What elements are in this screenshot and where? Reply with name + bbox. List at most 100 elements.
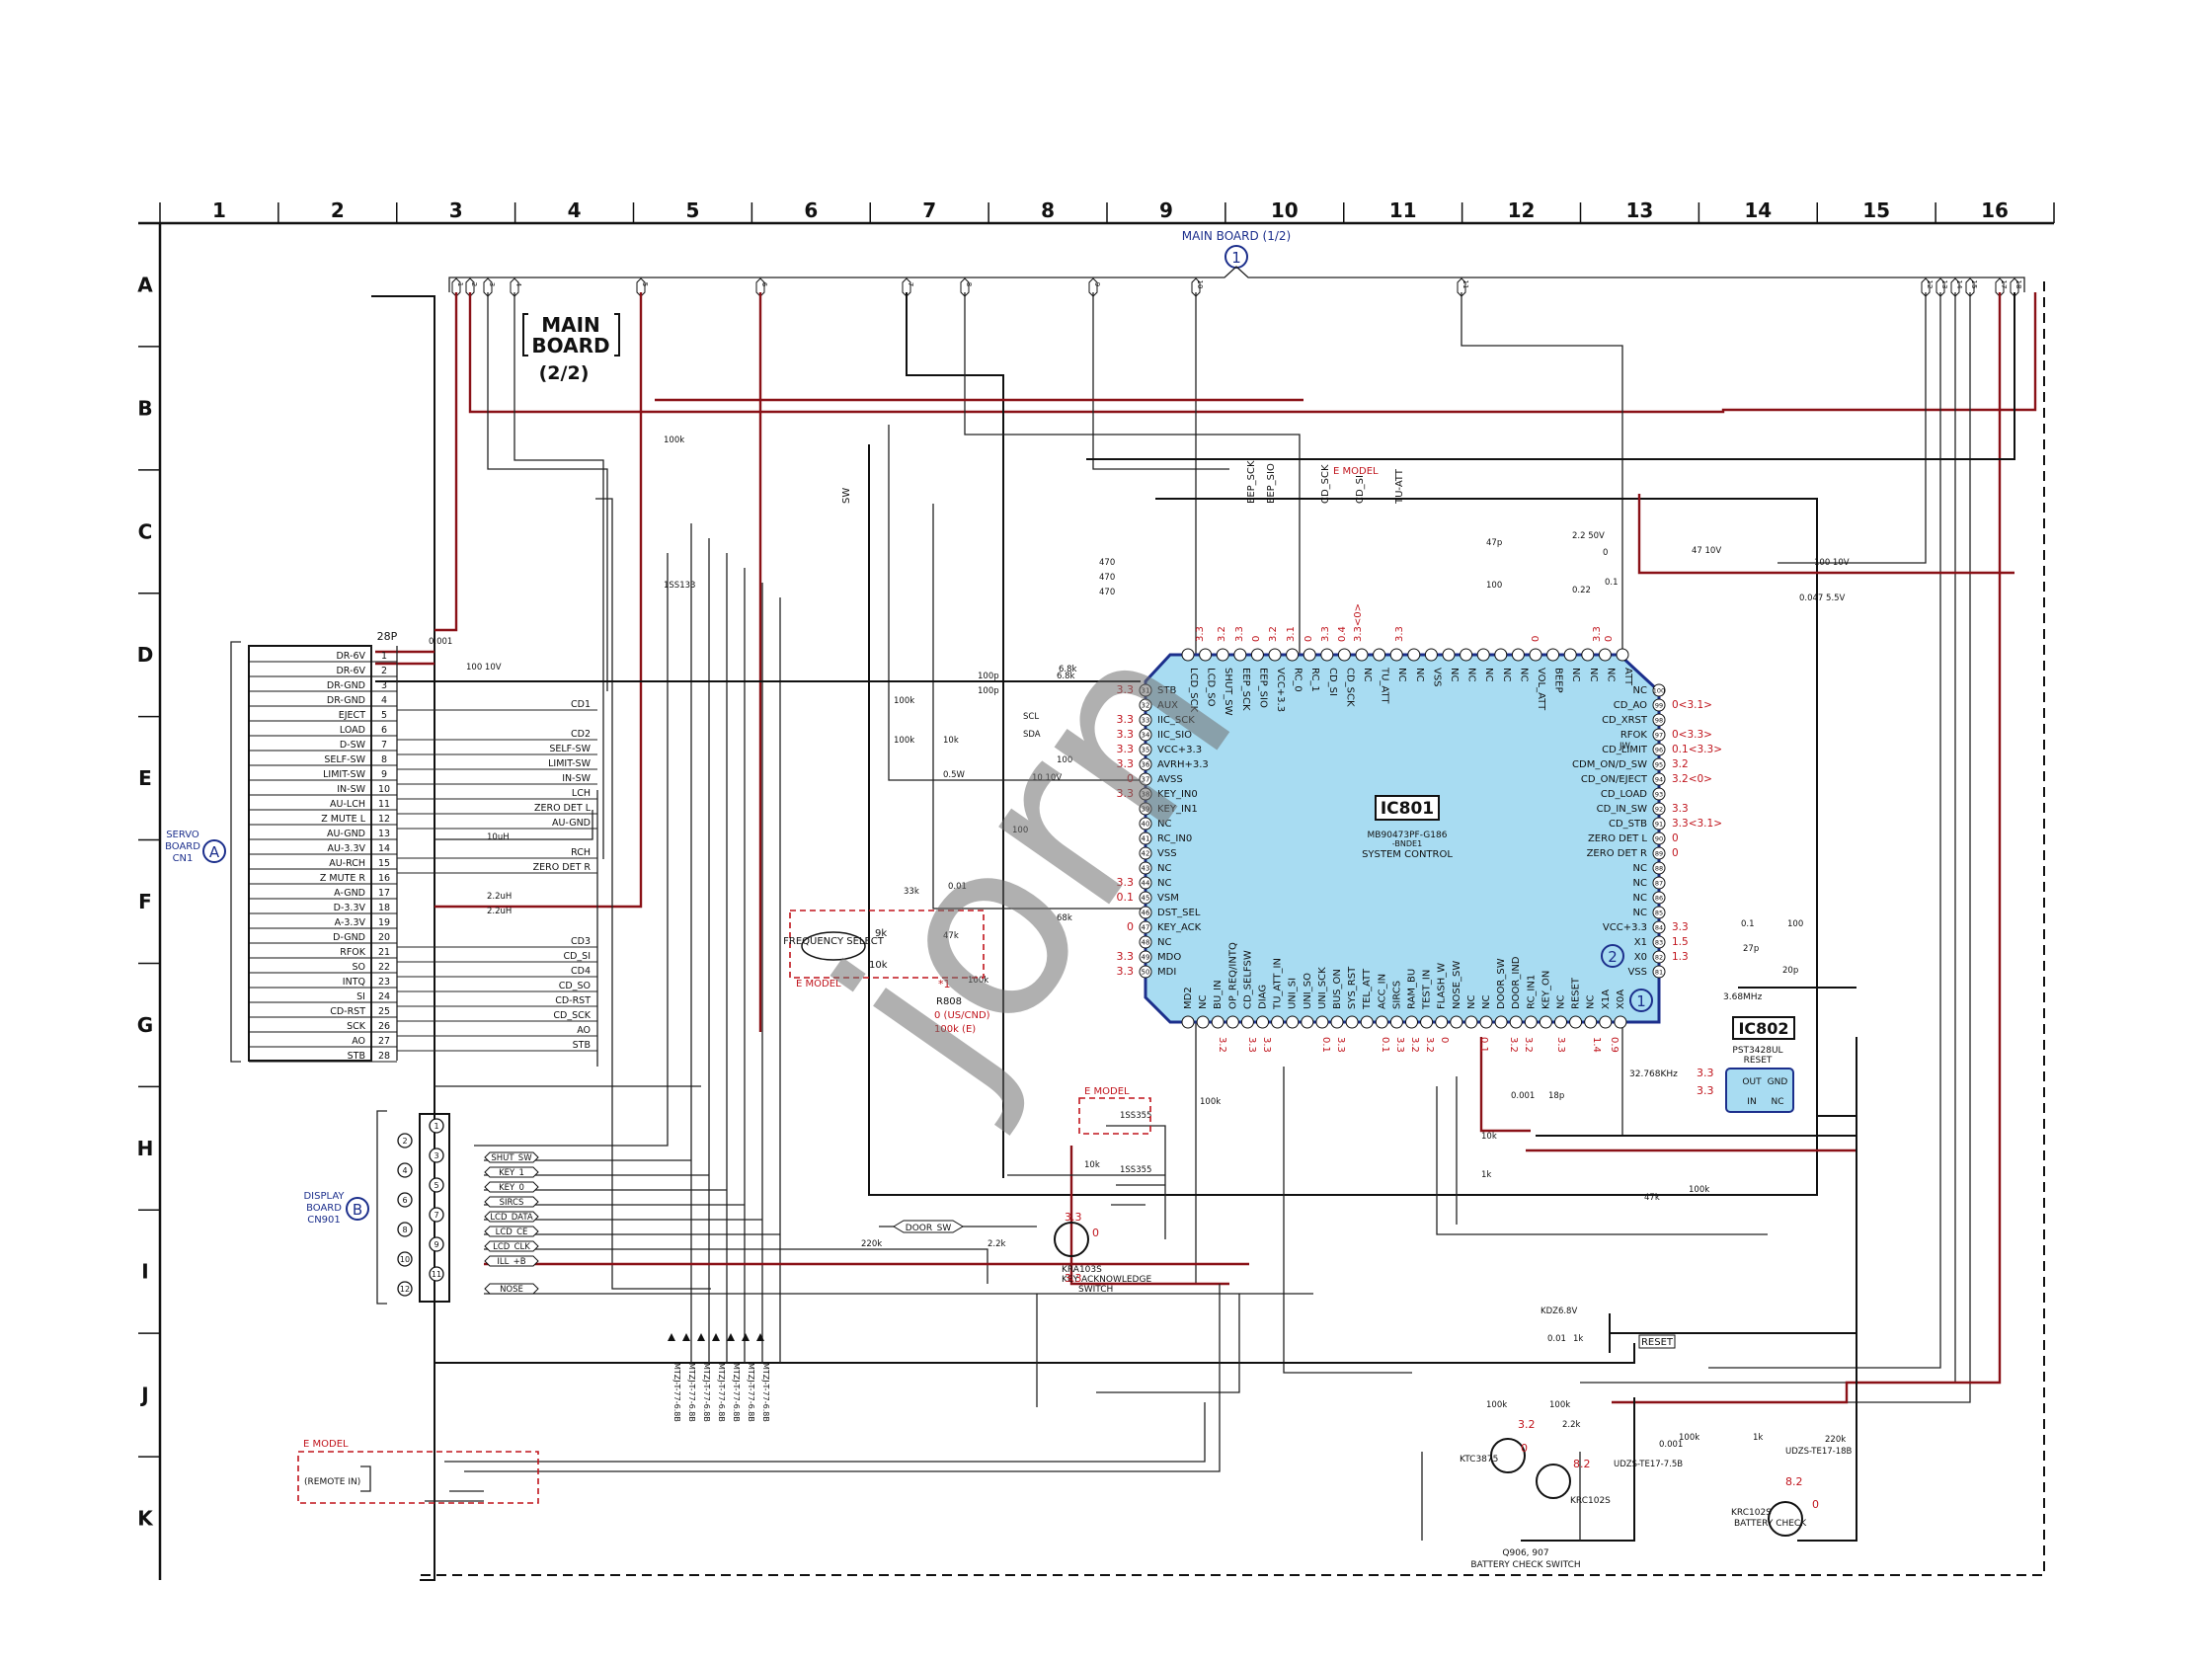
servo-pin-number: 21 — [378, 947, 390, 958]
ic801-left-pin-name: NC — [1157, 819, 1171, 830]
ic801-right-pin-name: X0 — [1634, 952, 1647, 963]
display-pin — [429, 1118, 444, 1134]
ic801-top-pin-name: NC — [1518, 668, 1529, 681]
ic801-bottom-pin — [1494, 1015, 1508, 1029]
ic801-top-pin-name: LCD_SO — [1206, 668, 1217, 707]
ic801-bottom-pin — [1420, 1015, 1434, 1029]
ic801-part-sub: -BNDE1 — [1392, 839, 1422, 848]
ic801-left-pin-number: 35 — [1142, 747, 1150, 754]
ic801-bottom-pin-name: BU_IN — [1213, 980, 1224, 1009]
servo-pin-number: 11 — [378, 799, 390, 810]
battery-q2: KRC102S — [1570, 1496, 1611, 1506]
ic801-bottom-pin-name: SIRCS — [1391, 981, 1402, 1009]
zener-symbol — [742, 1333, 750, 1341]
top-connector-arrow — [1995, 277, 2005, 297]
voltage-bottom: 3.2 — [1409, 1037, 1420, 1053]
ic801-bottom-pin-name: DIAG — [1258, 985, 1269, 1009]
crystal-1: 3.68MHz — [1723, 992, 1763, 1002]
voltage-bottom: 3.2 — [1217, 1037, 1227, 1053]
ic801-right-pin — [1652, 713, 1666, 727]
top-connector-number: 12 — [1926, 280, 1934, 289]
servo-pin-name: SI — [356, 991, 365, 1002]
ic801-left-pin-number: 44 — [1142, 880, 1150, 888]
ic801-bottom-pin — [1450, 1015, 1463, 1029]
display-pin-number: 10 — [400, 1255, 410, 1264]
voltage-left: 3.3 — [1117, 757, 1135, 770]
resistor-value: 100k — [894, 696, 914, 706]
voltages-right: 0<3.1>0<3.3>0.1<3.3>3.23.2<0>3.33.3<3.1>… — [1672, 699, 1722, 963]
ic801-left-pin — [1139, 965, 1152, 979]
ic801-top-pin-name: LCD_SCK — [1188, 668, 1199, 713]
ic801-right-pin — [1652, 817, 1666, 831]
display-net-tag — [484, 1211, 539, 1223]
ic801-top-pin — [1216, 648, 1229, 662]
door-sw-label: DOOR_SW — [906, 1224, 952, 1233]
ic801-left-pin-name: MDI — [1157, 967, 1176, 978]
ic801-top-pin — [1181, 648, 1195, 662]
ic801-top-pin-name: NC — [1483, 668, 1494, 681]
ic801-left-pin — [1139, 713, 1152, 727]
ic801-right-pin-number: 81 — [1655, 969, 1663, 977]
key-ack-v2: 0 — [1092, 1227, 1099, 1239]
zener-symbol — [712, 1333, 720, 1341]
ic801-right-pin-name: VSS — [1627, 967, 1647, 978]
diode-value: UDZS-TE17-7.5B — [1614, 1460, 1683, 1469]
servo-pin-number: 23 — [378, 977, 390, 988]
display-pin-number: 9 — [434, 1240, 438, 1249]
ic801-top-pin-name: EEP_SIO — [1257, 668, 1268, 708]
top-connector-arrow — [510, 277, 519, 297]
ic801-left-pin-number: 41 — [1142, 835, 1150, 843]
ic802: IC802 PST3428UL RESET OUT GND IN NC 3.3 … — [1697, 1016, 1795, 1113]
ic801-bottom-pin-name: ACC_IN — [1377, 974, 1387, 1009]
ic801-bottom-pin — [1271, 1015, 1285, 1029]
resistor-value: 47k — [1644, 1193, 1660, 1203]
servo-net-label: CD_SI — [563, 951, 591, 962]
ic801-bottom-pin-name: NC — [1556, 995, 1567, 1009]
top-net-label: TU-ATT — [1394, 468, 1405, 505]
board-title-line2: BOARD — [531, 334, 609, 357]
ic801-right-pin-name: VCC+3.3 — [1603, 922, 1647, 933]
display-pin — [429, 1148, 444, 1163]
grid-col-label: 15 — [1862, 198, 1890, 222]
ic801-left-pin-name: VSM — [1157, 893, 1179, 904]
misc-component-value: SDA — [1023, 730, 1041, 740]
ic801-bottom-pin — [1464, 1015, 1478, 1029]
frequency-select: FREQUENCY SELECT 9k 10k E MODEL *1 R808 … — [783, 910, 990, 1035]
crystal-2: 32.768KHz — [1629, 1069, 1678, 1079]
ic801-left-pin-name: DST_SEL — [1157, 908, 1201, 918]
ic801-left-pin — [1139, 950, 1152, 964]
display-pin — [429, 1177, 444, 1193]
ic801-left-pin-name: MDO — [1157, 952, 1181, 963]
ic801-bottom-pin-name: RESET — [1571, 977, 1582, 1009]
ic801-right-pin — [1652, 757, 1666, 771]
display-marker-label: B — [353, 1201, 362, 1219]
grid-col-label: 1 — [212, 198, 226, 222]
display-pin-number: 8 — [402, 1226, 407, 1234]
servo-net-label: RCH — [571, 847, 591, 858]
voltage-left: 0 — [1127, 772, 1134, 785]
ic801-marker2: 2 — [1608, 948, 1618, 966]
ic801-top-pin-name: NC — [1588, 668, 1599, 681]
ic801-bottom-pin — [1211, 1015, 1224, 1029]
ic801-right-pin-number: 91 — [1655, 821, 1663, 829]
voltage-top: 3.3 — [1320, 626, 1331, 642]
voltage-bottom: 0 — [1439, 1037, 1450, 1043]
top-connector-arrow — [451, 277, 461, 297]
top-net-label: EEP_SIO — [1266, 463, 1277, 504]
ic801-right-pin-name: NC — [1633, 878, 1647, 889]
display-pin-number: 6 — [402, 1196, 407, 1205]
capacitor-value: 100 10V — [1814, 558, 1850, 568]
misc-component-value: 6.8k — [1057, 672, 1075, 681]
ic801-bottom-pin — [1569, 1015, 1583, 1029]
display-pin — [429, 1266, 444, 1282]
ic801-left-pin — [1139, 846, 1152, 860]
top-connector-arrow — [1965, 277, 1975, 297]
servo-pin-number: 14 — [378, 843, 390, 854]
ic801-bottom-pin — [1554, 1015, 1567, 1029]
servo-net-label: ZERO DET L — [534, 803, 592, 814]
ic802-part: PST3428UL — [1732, 1046, 1782, 1056]
grid-row-label: K — [137, 1507, 154, 1531]
grid-row-label: I — [141, 1260, 148, 1284]
board-outline — [420, 281, 2045, 1576]
voltage-right: 1.3 — [1672, 951, 1689, 963]
